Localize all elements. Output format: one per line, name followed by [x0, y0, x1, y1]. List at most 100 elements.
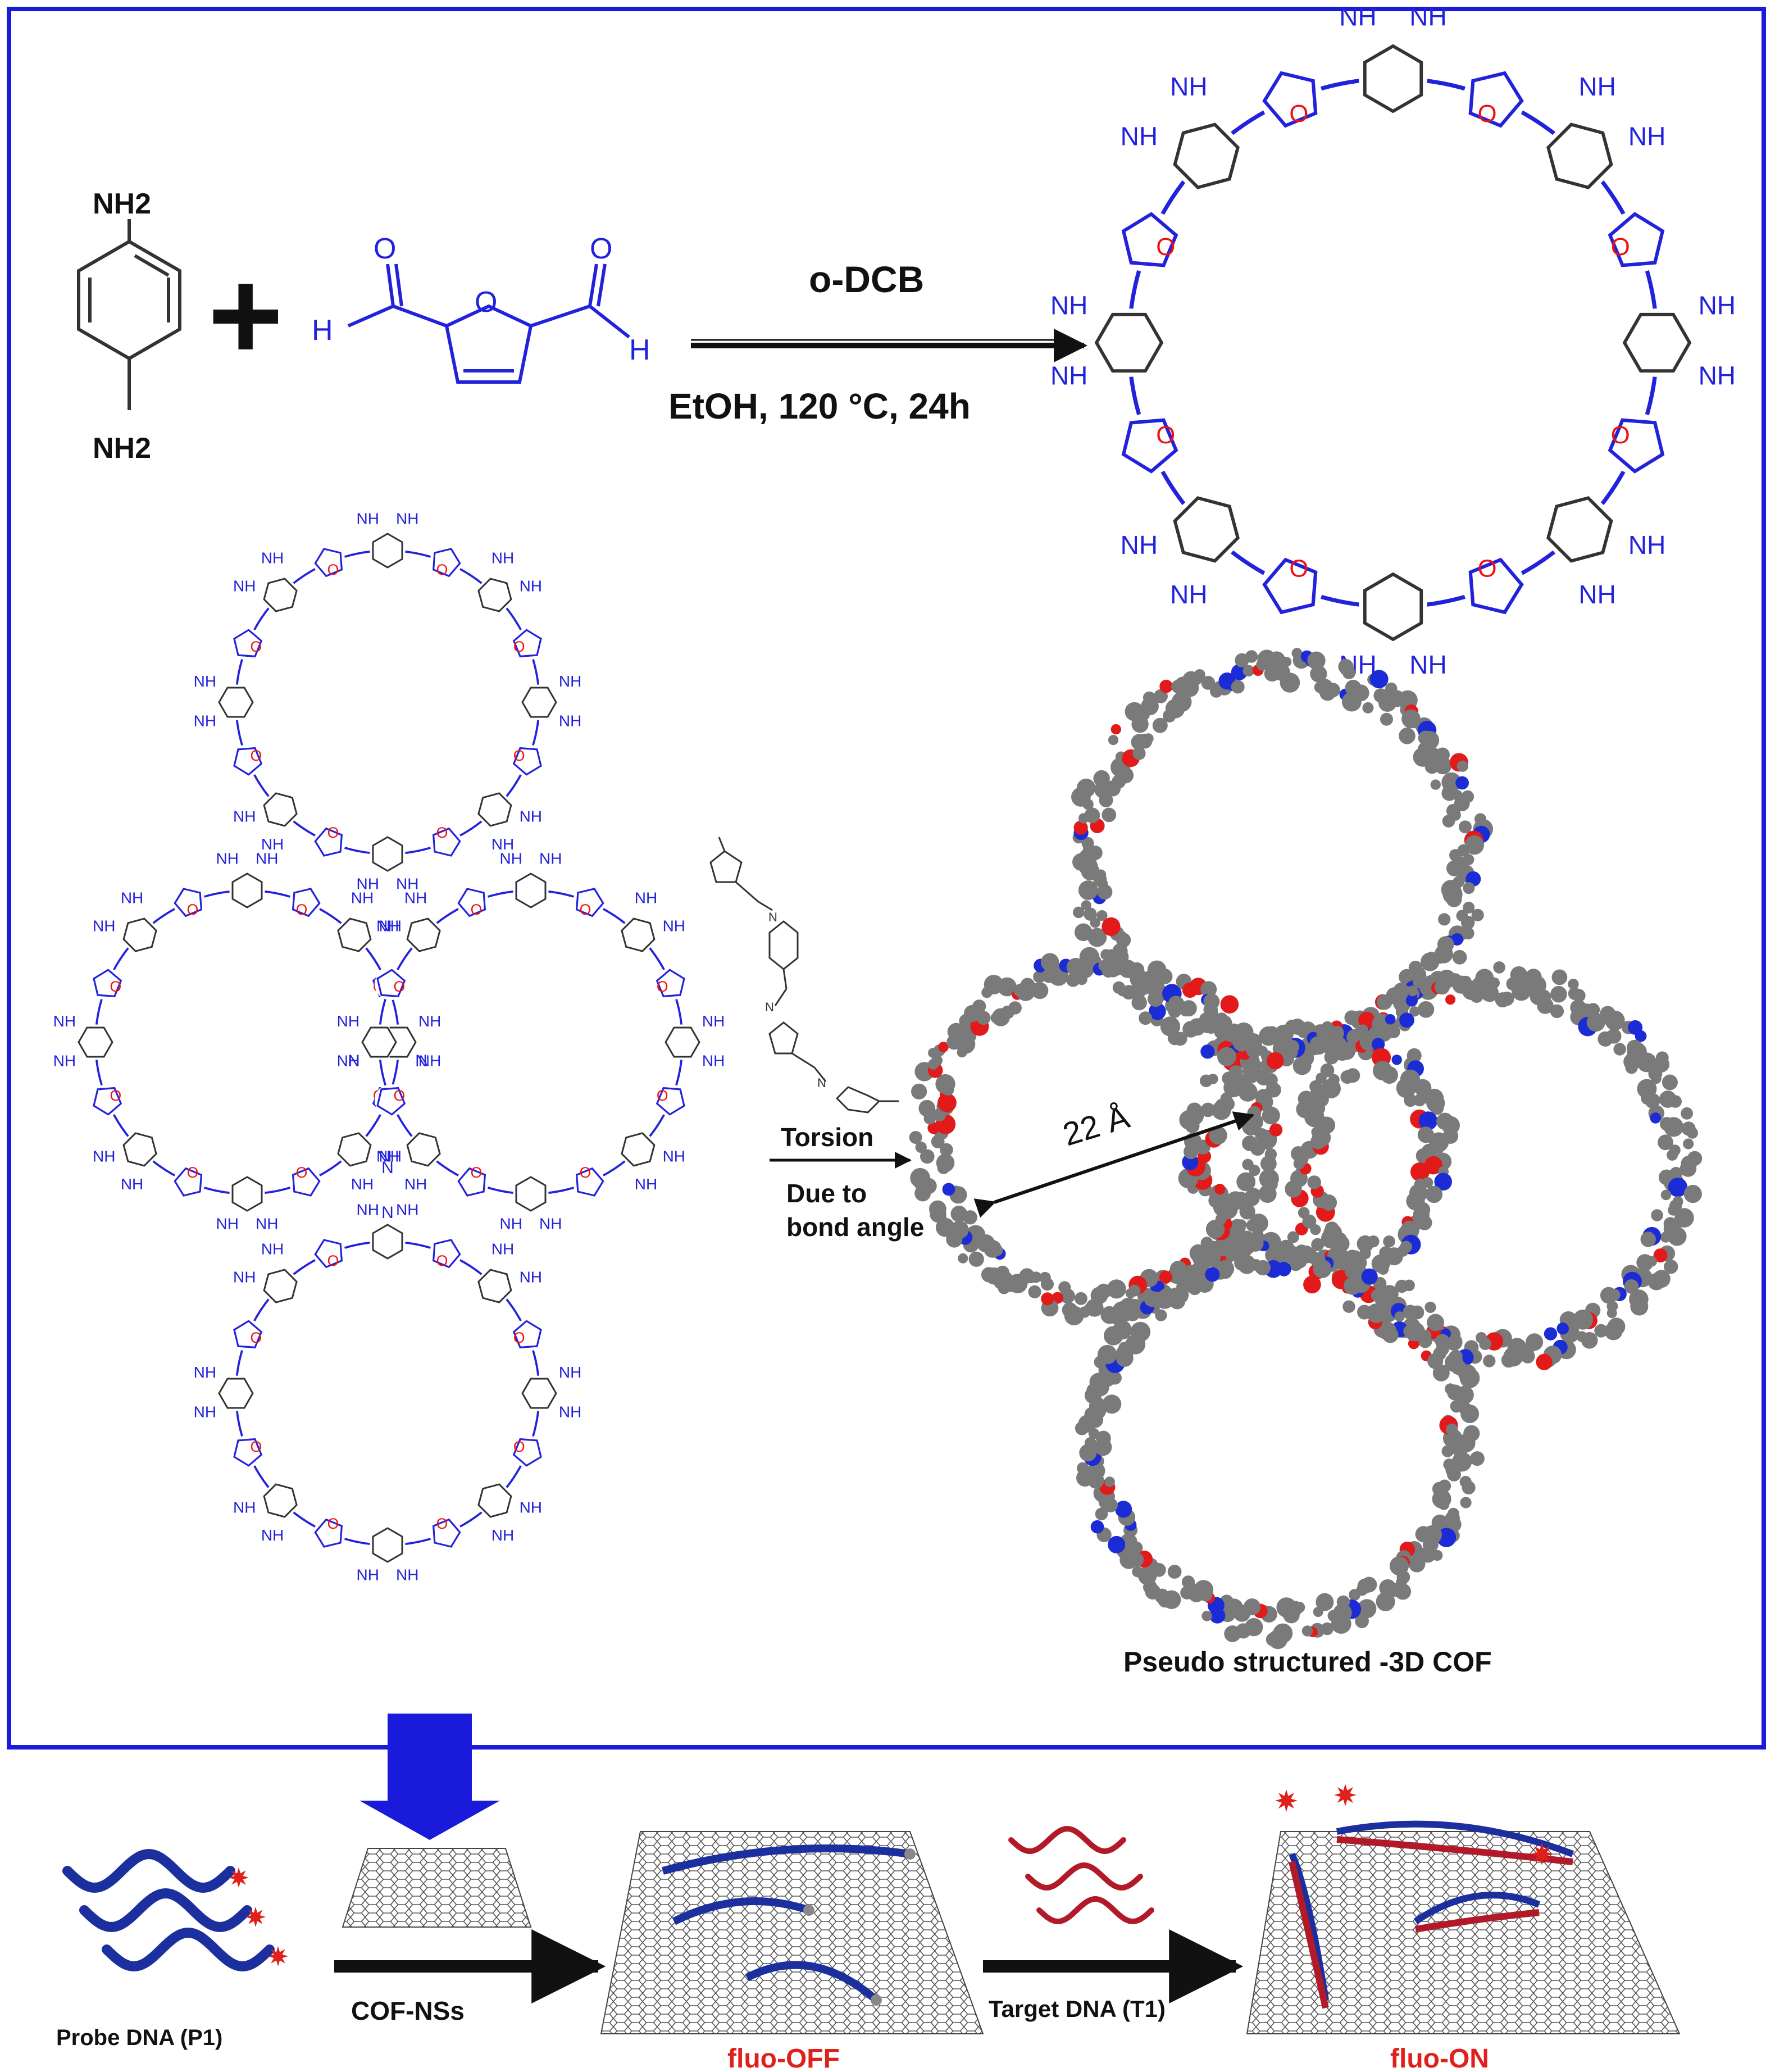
atom-bead — [1463, 1425, 1480, 1442]
atom-bead — [1073, 906, 1085, 919]
amine-label: NH — [233, 577, 256, 594]
atom-bead — [1255, 1260, 1271, 1276]
atom-bead — [940, 1143, 953, 1157]
furan-oxygen-label: O — [1611, 421, 1630, 449]
probe-strand — [62, 1848, 235, 1893]
atom-bead — [1280, 673, 1300, 693]
atom-bead — [1425, 1185, 1443, 1203]
atom-bead — [1102, 917, 1121, 936]
atom-bead — [1076, 778, 1096, 798]
amine-label: NH — [233, 1498, 256, 1516]
amine-label: NH — [261, 835, 284, 853]
furan-oxygen-label: O — [296, 901, 308, 918]
atom-bead — [1572, 989, 1586, 1002]
atom-bead — [1450, 1438, 1469, 1457]
amine-label: NH — [233, 807, 256, 825]
atom-bead — [1645, 1093, 1660, 1108]
atom-bead — [920, 1149, 935, 1164]
atom-bead — [1434, 757, 1452, 775]
furan-oxygen-label: O — [1156, 421, 1175, 449]
unit-mask — [1359, 44, 1427, 113]
duplex-strand-blue — [1336, 1820, 1574, 1857]
atom-bead — [1664, 1260, 1678, 1274]
atom-bead — [1326, 683, 1340, 698]
atom-bead — [1446, 1423, 1458, 1435]
amine-label: NH — [53, 1052, 76, 1070]
atom-bead — [1669, 1095, 1682, 1108]
amine-label: NH — [418, 1052, 441, 1070]
quenched-fluorophore — [904, 1848, 916, 1860]
amine-label: NH — [337, 1012, 359, 1030]
unit-mask — [218, 684, 254, 720]
atom-bead — [1187, 1282, 1201, 1296]
amine-label: NH — [1409, 2, 1446, 31]
amine-label: NH — [396, 875, 418, 892]
atom-bead — [1501, 1352, 1517, 1368]
atom-bead — [1586, 1013, 1605, 1032]
unit-mask — [521, 1375, 557, 1411]
amine-label: NH — [539, 1215, 562, 1232]
atom-bead — [1463, 882, 1475, 894]
atom-bead — [1329, 1025, 1344, 1041]
atom-bead — [938, 1042, 949, 1052]
probe-strand — [79, 1888, 252, 1933]
atom-bead — [1660, 1189, 1672, 1201]
atom-bead — [1096, 910, 1108, 921]
atom-bead — [1403, 1279, 1415, 1292]
atom-bead — [1385, 1014, 1396, 1025]
atom-bead — [1660, 1232, 1672, 1243]
unit-mask — [336, 917, 372, 953]
amine-label: NH — [351, 1175, 374, 1193]
atom-bead — [981, 1267, 997, 1283]
atom-bead — [1349, 1589, 1361, 1601]
atom-bead — [1062, 1302, 1078, 1318]
amine-label: NH — [256, 1215, 278, 1232]
atom-bead — [1031, 982, 1049, 999]
atom-bead — [1383, 1235, 1395, 1248]
atom-bead — [1550, 985, 1567, 1003]
benzene-ring — [521, 687, 557, 718]
amine-label: NH — [491, 1526, 514, 1544]
furan-ring — [457, 1167, 486, 1197]
atom-bead — [1550, 1004, 1564, 1019]
atom-bead — [1309, 1080, 1322, 1093]
atom-bead — [1311, 1238, 1325, 1251]
furan-ring — [233, 747, 263, 776]
atom-bead — [1393, 983, 1409, 999]
target-strand — [1025, 1862, 1143, 1891]
atom-bead — [1310, 665, 1327, 683]
unit-mask — [370, 1527, 406, 1563]
furan-oxygen-label: O — [471, 901, 483, 918]
furan-oxygen-label: O — [657, 978, 668, 995]
furan-ring — [512, 1320, 542, 1349]
cof-3d-model — [909, 648, 1703, 1650]
furan-ring — [432, 1518, 461, 1548]
atom-bead — [1391, 1055, 1402, 1065]
atom-bead — [1604, 1322, 1623, 1341]
atom-bead — [1087, 928, 1107, 947]
unit-mask — [477, 1483, 513, 1519]
reactant1-bottom-group: NH2 — [93, 432, 151, 465]
amine-label: NH — [379, 917, 402, 934]
atom-bead — [1413, 1094, 1426, 1107]
atom-bead — [929, 1200, 946, 1218]
atom-bead — [1102, 1394, 1122, 1414]
benzene-ring — [1094, 312, 1164, 373]
unit-mask — [229, 873, 265, 908]
atom-bead — [1108, 1535, 1126, 1553]
atom-bead — [1125, 1288, 1136, 1298]
unit-mask — [1623, 308, 1691, 377]
atom-bead — [1157, 969, 1173, 984]
target-strand — [1008, 1825, 1126, 1855]
atom-bead — [1410, 1162, 1430, 1182]
atom-bead — [1357, 1305, 1372, 1320]
furan-oxygen-label: O — [110, 1087, 121, 1104]
atom-bead — [1102, 807, 1117, 823]
atom-bead — [1667, 1149, 1678, 1161]
unit-mask — [665, 1024, 700, 1060]
atom-bead — [1112, 943, 1128, 959]
amine-label: NH — [559, 673, 581, 690]
atom-bead — [909, 1131, 922, 1144]
benzene-ring — [1363, 572, 1423, 642]
furan-ring — [1608, 212, 1665, 267]
